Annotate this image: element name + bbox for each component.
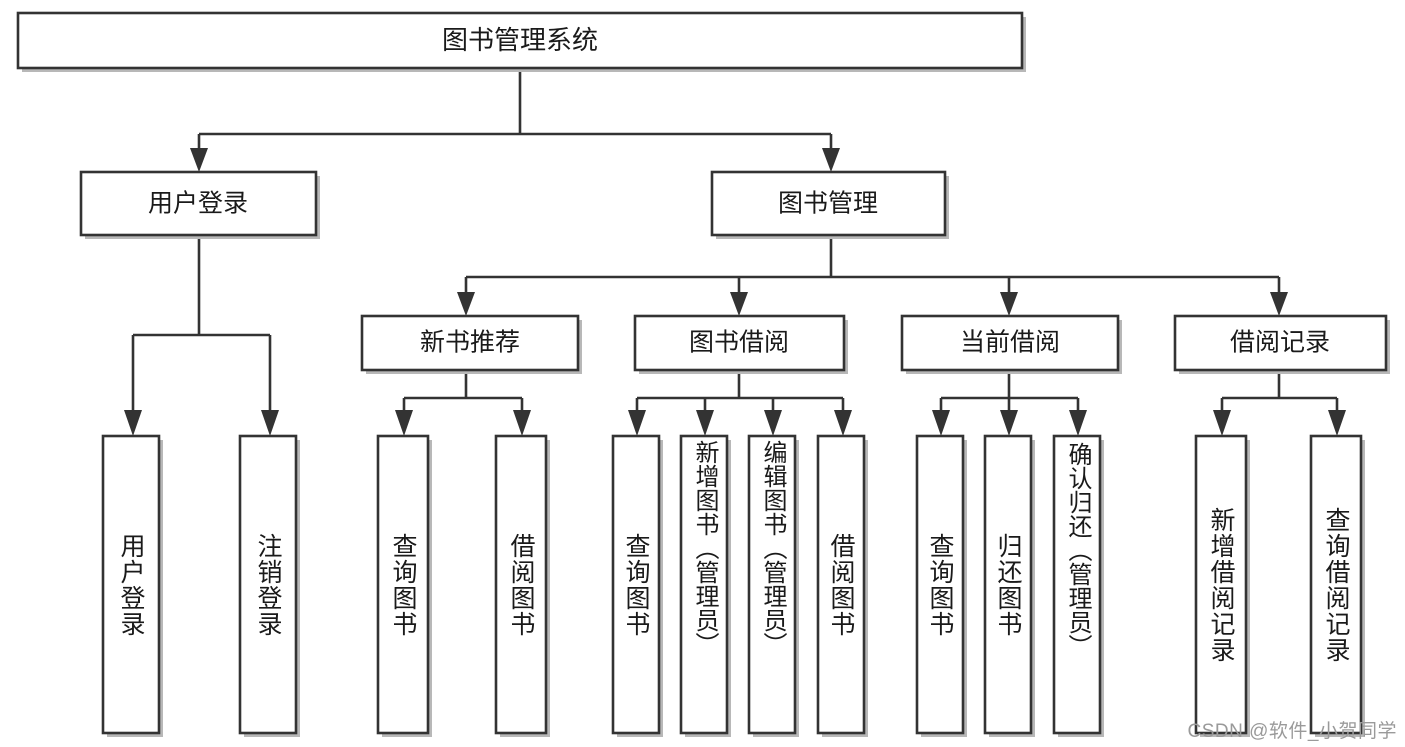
leaf-label-bb-add-book: 新增图书（管理员） <box>681 440 727 729</box>
leaf-label-br-query-record: 查询借阅记录 <box>1311 436 1361 733</box>
leaf-label-logout: 注销登录 <box>240 436 296 733</box>
edge-layer <box>124 68 1346 436</box>
leaf-cb-confirm-return[interactable] <box>1052 434 1104 737</box>
node-new-book-recommend[interactable]: 新书推荐 <box>360 314 582 374</box>
leaf-label-bb-borrow-book: 借阅图书 <box>818 436 864 733</box>
node-book-manage-rect[interactable] <box>710 170 947 237</box>
leaf-user-login-rect[interactable] <box>101 434 161 735</box>
node-root-rect[interactable] <box>16 11 1024 70</box>
arrow-leaf-nb-borrow <box>513 410 531 436</box>
leaf-nb-query-book[interactable] <box>376 434 432 737</box>
leaf-cb-return-book[interactable] <box>983 434 1035 737</box>
node-new-book-recommend-rect[interactable] <box>360 314 580 372</box>
arrow-leaf-bb-edit <box>764 410 782 436</box>
node-user-login-label: 用户登录 <box>148 190 248 218</box>
arrow-leaf-bb-borrow <box>834 410 852 436</box>
leaf-text-cb-return-book: 归还图书 <box>994 532 1022 637</box>
leaf-bb-edit-book-rect[interactable] <box>747 434 797 735</box>
leaf-cb-return-book-rect[interactable] <box>983 434 1033 735</box>
leaf-bb-query-book-rect[interactable] <box>611 434 661 735</box>
leaf-bb-add-book-rect[interactable] <box>679 434 729 735</box>
arrow-leaf-cb-return <box>1000 410 1018 436</box>
leaf-cb-confirm-return-rect[interactable] <box>1052 434 1102 735</box>
arrow-leaf-logout <box>261 410 279 436</box>
leaf-logout-rect[interactable] <box>238 434 298 735</box>
leaf-user-login[interactable] <box>101 434 163 737</box>
leaf-text-bb-borrow-book: 借阅图书 <box>827 532 855 637</box>
leaf-text-nb-borrow-book: 借阅图书 <box>507 532 535 637</box>
leaf-bb-add-book[interactable] <box>679 434 731 737</box>
leaf-text-br-add-record: 新增借阅记录 <box>1207 506 1235 663</box>
leaf-cb-query-book-rect[interactable] <box>915 434 965 735</box>
arrow-leaf-bb-query <box>628 410 646 436</box>
leaf-text-br-query-record: 查询借阅记录 <box>1322 506 1350 663</box>
leaf-label-bb-query-book: 查询图书 <box>613 436 659 733</box>
node-borrow-record[interactable]: 借阅记录 <box>1173 314 1390 374</box>
leaf-br-query-record[interactable] <box>1309 434 1365 737</box>
leaf-text-bb-query-book: 查询图书 <box>622 532 650 637</box>
leaf-br-query-record-rect[interactable] <box>1309 434 1363 735</box>
leaf-nb-query-book-rect[interactable] <box>376 434 430 735</box>
leaf-text-bb-add-book: 新增图书（管理员） <box>690 440 718 656</box>
leaf-nb-borrow-book[interactable] <box>494 434 550 737</box>
leaf-nb-borrow-book-rect[interactable] <box>494 434 548 735</box>
arrow-leaf-br-query <box>1328 410 1346 436</box>
arrow-to-new-book <box>457 292 475 316</box>
leaf-cb-query-book[interactable] <box>915 434 967 737</box>
node-book-manage[interactable]: 图书管理 <box>710 170 949 239</box>
leaf-text-cb-query-book: 查询图书 <box>926 532 954 637</box>
node-borrow-record-rect[interactable] <box>1173 314 1388 372</box>
node-current-borrow-label: 当前借阅 <box>960 329 1060 357</box>
leaf-text-bb-edit-book: 编辑图书（管理员） <box>758 440 786 656</box>
arrow-leaf-br-add <box>1213 410 1231 436</box>
node-book-borrow-rect[interactable] <box>633 314 846 372</box>
arrow-to-current-borrow <box>1000 292 1018 316</box>
arrow-leaf-cb-confirm <box>1069 410 1087 436</box>
node-book-borrow-label: 图书借阅 <box>689 329 789 357</box>
node-book-borrow[interactable]: 图书借阅 <box>633 314 848 374</box>
leaf-text-logout: 注销登录 <box>254 532 282 637</box>
arrow-to-book-manage <box>822 148 840 172</box>
leaf-label-cb-return-book: 归还图书 <box>985 436 1031 733</box>
leaf-label-nb-borrow-book: 借阅图书 <box>496 436 546 733</box>
leaf-label-cb-confirm-return: 确认归还（管理员） <box>1054 442 1100 729</box>
leaf-bb-borrow-book[interactable] <box>816 434 868 737</box>
node-current-borrow-rect[interactable] <box>900 314 1120 372</box>
node-root[interactable]: 图书管理系统 <box>16 11 1026 72</box>
node-user-login-rect[interactable] <box>79 170 318 237</box>
node-user-login[interactable]: 用户登录 <box>79 170 320 239</box>
leaf-label-user-login: 用户登录 <box>103 436 159 733</box>
node-current-borrow[interactable]: 当前借阅 <box>900 314 1122 374</box>
node-root-label: 图书管理系统 <box>442 25 598 55</box>
arrow-to-borrow-record <box>1270 292 1288 316</box>
leaf-label-nb-query-book: 查询图书 <box>378 436 428 733</box>
leaf-text-user-login: 用户登录 <box>117 532 145 637</box>
leaf-br-add-record[interactable] <box>1194 434 1250 737</box>
arrow-leaf-nb-query <box>395 410 413 436</box>
node-borrow-record-label: 借阅记录 <box>1230 329 1330 357</box>
arrow-to-user-login <box>190 148 208 172</box>
arrow-leaf-cb-query <box>932 410 950 436</box>
leaf-bb-borrow-book-rect[interactable] <box>816 434 866 735</box>
leaf-label-br-add-record: 新增借阅记录 <box>1196 436 1246 733</box>
leaf-br-add-record-rect[interactable] <box>1194 434 1248 735</box>
arrow-leaf-bb-add <box>696 410 714 436</box>
leaf-text-nb-query-book: 查询图书 <box>389 532 417 637</box>
arrow-leaf-user-login <box>124 410 142 436</box>
leaf-bb-query-book[interactable] <box>611 434 663 737</box>
leaf-logout[interactable] <box>238 434 300 737</box>
leaf-label-bb-edit-book: 编辑图书（管理员） <box>749 440 795 729</box>
leaf-label-cb-query-book: 查询图书 <box>917 436 963 733</box>
node-new-book-recommend-label: 新书推荐 <box>420 329 520 357</box>
leaf-text-cb-confirm-return: 确认归还（管理员） <box>1063 442 1091 658</box>
arrow-to-book-borrow <box>730 292 748 316</box>
leaf-bb-edit-book[interactable] <box>747 434 799 737</box>
node-book-manage-label: 图书管理 <box>778 190 878 218</box>
